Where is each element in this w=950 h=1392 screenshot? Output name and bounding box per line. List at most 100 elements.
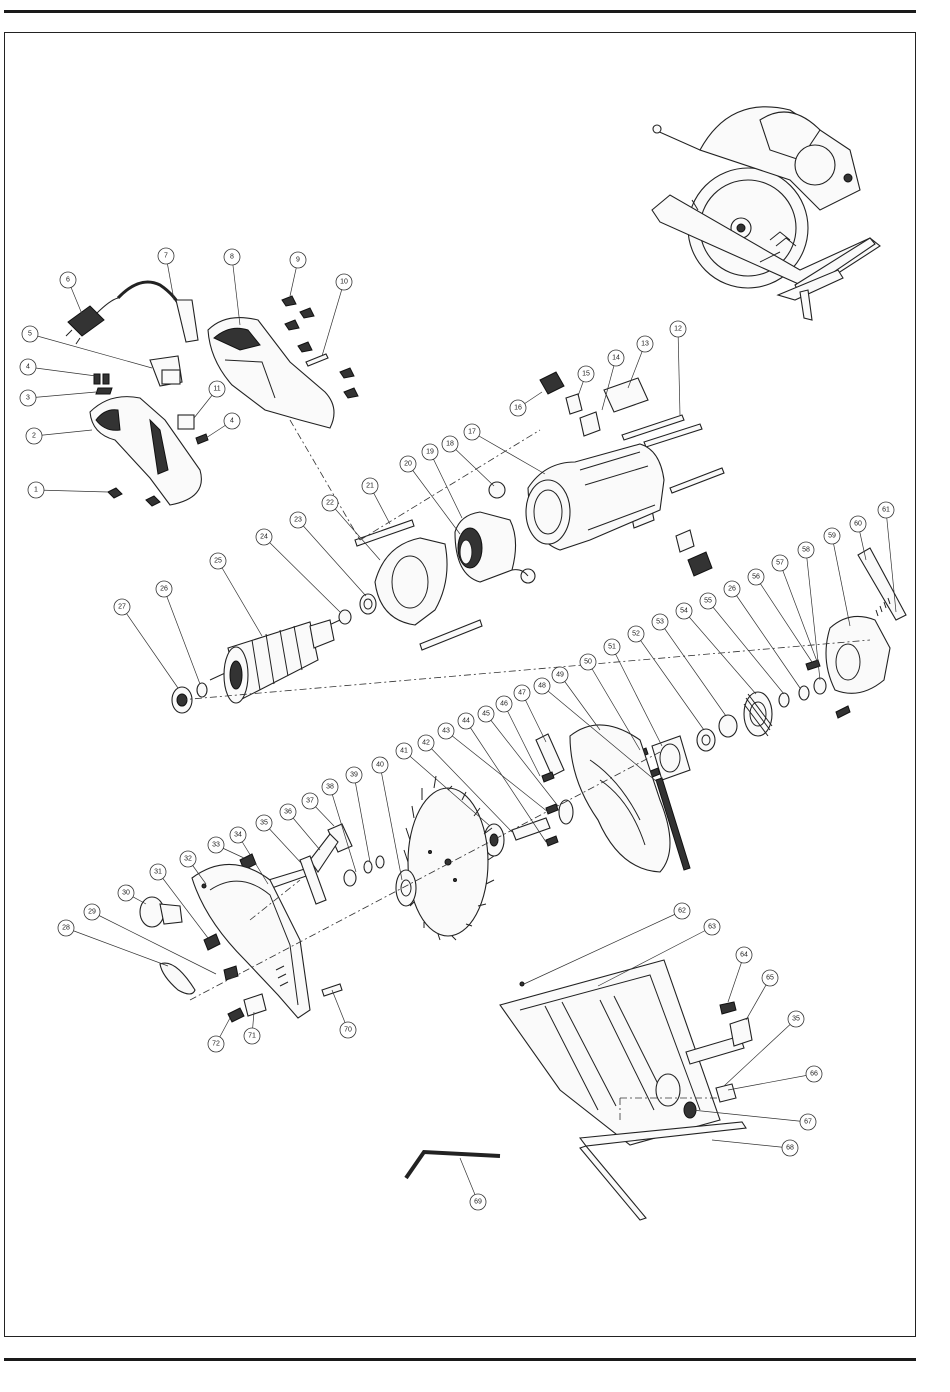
callout-number: 56 — [752, 574, 760, 581]
callout-number: 4 — [230, 418, 234, 425]
guard-pivot-parts — [310, 824, 384, 886]
callout-number: 6 — [66, 277, 70, 284]
callout-c1: 1 — [28, 482, 108, 498]
leader-line — [34, 430, 92, 436]
callout-c70: 70 — [332, 990, 356, 1038]
callout-number: 5 — [28, 331, 32, 338]
callout-c59: 59 — [824, 528, 850, 626]
callout-number: 47 — [518, 690, 526, 697]
motor-housing — [526, 444, 664, 550]
stator — [455, 482, 535, 583]
callout-number: 36 — [284, 809, 292, 816]
callout-number: 60 — [854, 521, 862, 528]
callout-number: 34 — [234, 832, 242, 839]
callout-number: 21 — [366, 483, 374, 490]
callout-number: 40 — [376, 762, 384, 769]
callout-number: 52 — [632, 631, 640, 638]
armature — [210, 620, 340, 703]
callout-c22: 22 — [322, 495, 380, 560]
callout-number: 28 — [62, 925, 70, 932]
guard-label — [160, 963, 195, 994]
callout-c37: 37 — [302, 793, 334, 826]
callout-c15: 15 — [578, 366, 594, 396]
leader-line — [408, 464, 460, 534]
callout-number: 42 — [422, 740, 430, 747]
callout-number: 57 — [776, 560, 784, 567]
leader-line — [712, 1140, 790, 1148]
leader-line — [354, 775, 370, 862]
callout-number: 22 — [326, 500, 334, 507]
callout-c27: 27 — [114, 599, 178, 688]
leader-line — [264, 537, 340, 612]
leader-line — [832, 536, 850, 626]
callout-number: 64 — [740, 952, 748, 959]
leader-line — [30, 334, 152, 368]
callout-c16: 16 — [510, 392, 542, 416]
callout-c21: 21 — [362, 478, 390, 524]
callout-number: 35 — [792, 1016, 800, 1023]
saw-blade — [404, 776, 494, 940]
callout-c30: 30 — [118, 885, 146, 904]
hex-key — [406, 1152, 500, 1178]
callout-c17: 17 — [464, 424, 545, 474]
callout-c46: 46 — [496, 696, 540, 776]
callout-c69: 69 — [460, 1158, 486, 1210]
callout-c18: 18 — [442, 436, 494, 486]
guard-bracket — [536, 734, 564, 782]
callout-number: 62 — [678, 908, 686, 915]
callout-c23: 23 — [290, 512, 366, 596]
spindle-assembly — [512, 800, 573, 846]
callout-number: 63 — [708, 924, 716, 931]
callout-number: 29 — [88, 909, 96, 916]
callout-number: 43 — [442, 728, 450, 735]
callout-number: 3 — [26, 395, 30, 402]
callout-number: 49 — [556, 672, 564, 679]
callout-c71: 71 — [244, 1012, 260, 1044]
callout-c6: 6 — [60, 272, 82, 314]
callout-c68: 68 — [712, 1140, 798, 1156]
callout-c12: 12 — [670, 321, 686, 415]
callout-number: 31 — [154, 869, 162, 876]
rear-bearings — [339, 594, 376, 624]
callout-number: 18 — [446, 441, 454, 448]
leader-line — [322, 282, 344, 356]
callout-c2: 2 — [26, 428, 92, 444]
callout-number: 32 — [184, 856, 192, 863]
callout-number: 15 — [582, 371, 590, 378]
callout-number: 13 — [641, 341, 649, 348]
callout-c4b: 4 — [206, 413, 240, 438]
leader-line — [218, 561, 262, 636]
callout-c58: 58 — [798, 542, 820, 680]
leader-line — [122, 607, 178, 688]
leader-line — [164, 589, 200, 684]
callout-c53: 53 — [652, 614, 726, 716]
callout-number: 30 — [122, 890, 130, 897]
callout-number: 41 — [400, 748, 408, 755]
callout-number: 58 — [802, 547, 810, 554]
leader-line — [660, 622, 726, 716]
callout-c72: 72 — [208, 1018, 230, 1052]
leader-line — [728, 1074, 814, 1090]
callout-number: 53 — [656, 619, 664, 626]
callout-number: 44 — [462, 718, 470, 725]
callout-number: 25 — [214, 558, 222, 565]
callout-number: 33 — [212, 842, 220, 849]
callout-c4a: 4 — [20, 359, 96, 376]
outer-flange — [396, 870, 416, 906]
callout-number: 27 — [118, 604, 126, 611]
leader-line — [66, 928, 168, 966]
callout-number: 67 — [804, 1119, 812, 1126]
callout-number: 66 — [810, 1071, 818, 1078]
callout-number: 69 — [474, 1199, 482, 1206]
callout-c36: 36 — [280, 804, 320, 850]
leader-line — [330, 503, 380, 560]
callout-number: 39 — [350, 772, 358, 779]
callout-c25: 25 — [210, 553, 262, 636]
leader-line — [636, 634, 704, 730]
callout-c65: 65 — [746, 970, 778, 1020]
leader-line — [806, 550, 820, 680]
callout-number: 55 — [704, 598, 712, 605]
callout-c52: 52 — [628, 626, 704, 730]
leader-line — [684, 611, 756, 694]
